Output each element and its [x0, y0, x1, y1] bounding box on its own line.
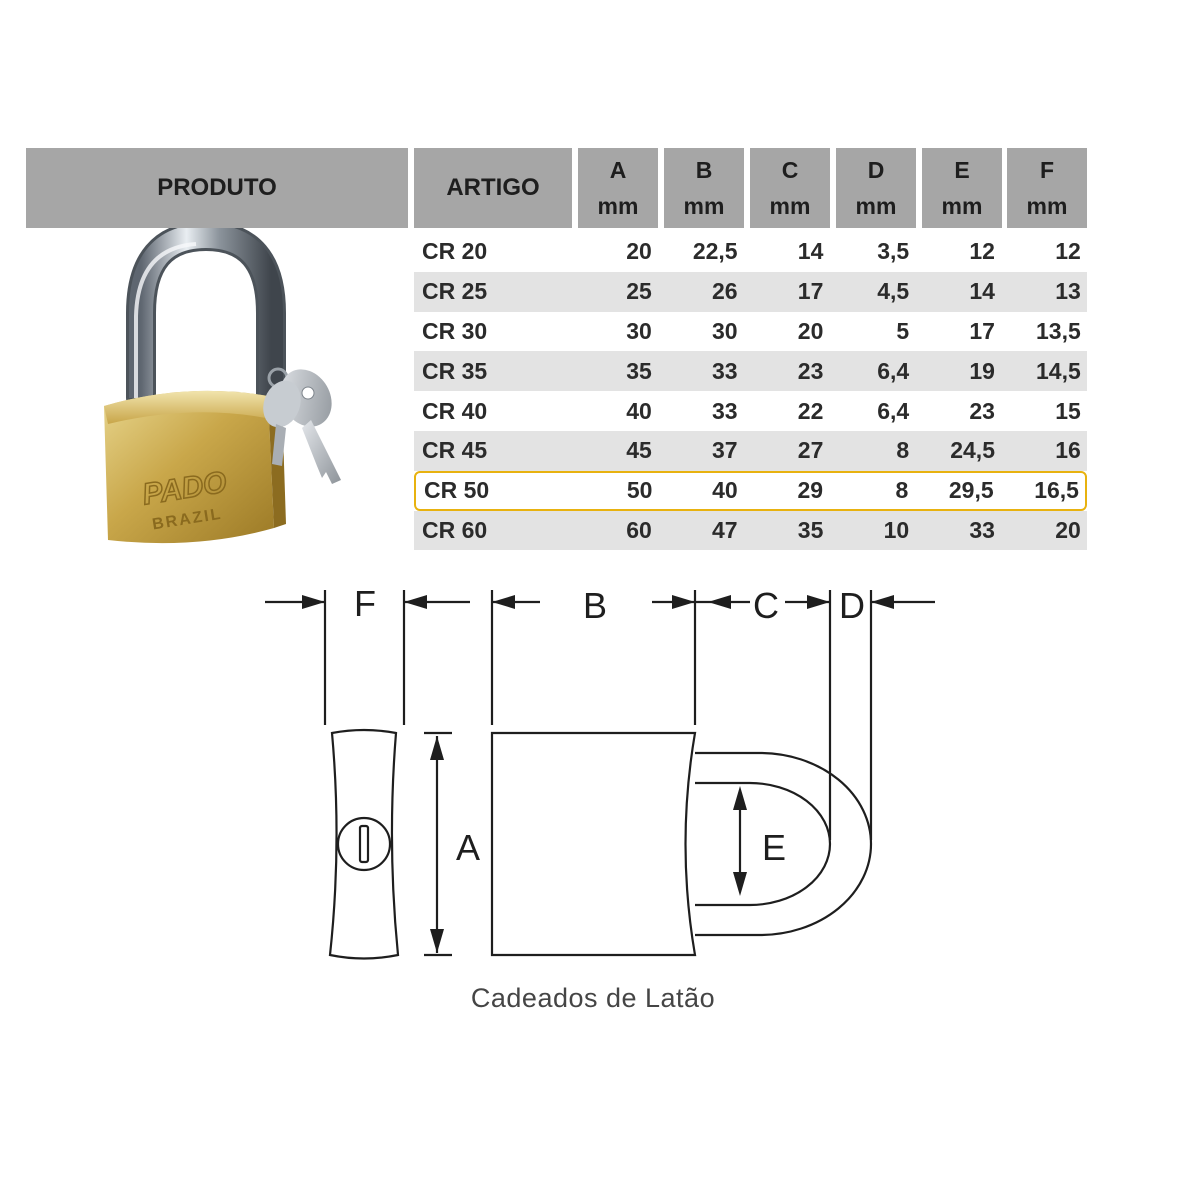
header-unit: mm [941, 192, 983, 219]
header-unit: mm [769, 192, 811, 219]
header-artigo: ARTIGO [414, 148, 572, 228]
value-cell: 35 [626, 357, 652, 384]
value-cell: 13,5 [1036, 317, 1081, 344]
value-cell: 16,5 [1034, 477, 1079, 504]
artigo-cell: CR 35 [422, 357, 488, 384]
artigo-cell: CR 45 [422, 437, 488, 464]
table-row: CR 20 20 22,5 14 3,5 12 12 [414, 232, 1087, 272]
value-cell: 40 [712, 477, 738, 504]
artigo-cell: CR 20 [422, 238, 488, 265]
value-cell: 8 [896, 437, 910, 464]
table-row: CR 35 35 33 23 6,4 19 14,5 [414, 351, 1087, 392]
keyhole-icon [336, 816, 392, 872]
header-unit: mm [1026, 192, 1068, 219]
value-cell: 60 [626, 516, 652, 543]
value-cell: 29 [797, 477, 824, 504]
header-letter: B [695, 156, 713, 183]
label-c: C [753, 585, 779, 626]
value-cell: 30 [712, 317, 738, 344]
value-cell: 27 [797, 437, 824, 464]
value-cell: 4,5 [877, 278, 910, 305]
header-letter: F [1039, 156, 1055, 183]
value-cell: 14 [969, 278, 995, 305]
label-a: A [456, 827, 480, 868]
value-cell: 16 [1055, 437, 1081, 464]
artigo-cell: CR 40 [422, 397, 488, 424]
value-cell: 8 [895, 477, 909, 504]
value-cell: 26 [712, 278, 738, 305]
artigo-cell: CR 60 [422, 516, 488, 543]
header-unit: mm [855, 192, 897, 219]
header-letter: E [954, 156, 970, 183]
value-cell: 19 [969, 357, 995, 384]
value-cell: 22,5 [692, 238, 738, 265]
value-cell: 35 [797, 516, 824, 543]
label-e: E [762, 827, 786, 868]
value-cell: 20 [626, 238, 652, 265]
header-letter: A [609, 156, 627, 183]
table-row: CR 60 60 47 35 10 33 20 [414, 510, 1087, 551]
value-cell: 13 [1055, 278, 1081, 305]
caption: Cadeados de Latão [470, 983, 716, 1013]
value-cell: 14,5 [1036, 357, 1081, 384]
artigo-cell: CR 50 [424, 477, 490, 504]
value-cell: 17 [797, 278, 824, 305]
value-cell: 6,4 [877, 357, 910, 384]
header-letter: C [781, 156, 799, 183]
value-cell: 15 [1055, 397, 1081, 424]
table-row: CR 45 45 37 27 8 24,5 16 [414, 430, 1087, 471]
label-d: D [839, 585, 865, 626]
padlock-photo: PADO BRAZIL [104, 228, 341, 544]
header-produto: PRODUTO [26, 148, 408, 228]
value-cell: 12 [1055, 238, 1081, 265]
value-cell: 5 [896, 317, 910, 344]
value-cell: 45 [626, 437, 652, 464]
value-cell: 17 [969, 317, 995, 344]
shackle-inner [695, 781, 832, 907]
value-cell: 29,5 [948, 477, 994, 504]
value-cell: 37 [712, 437, 738, 464]
header-unit: mm [683, 192, 725, 219]
table-row-highlighted: CR 50 50 40 29 8 29,5 16,5 [414, 470, 1087, 511]
value-cell: 25 [626, 278, 652, 305]
artigo-cell: CR 30 [422, 317, 488, 344]
value-cell: 20 [1055, 516, 1081, 543]
label-f: F [354, 583, 376, 624]
table-row: CR 25 25 26 17 4,5 14 13 [414, 271, 1087, 312]
value-cell: 23 [797, 357, 824, 384]
padlock-body-outline [490, 731, 697, 957]
artigo-cell: CR 25 [422, 278, 488, 305]
padlock-dimension-diagram: F B C D A E [265, 583, 935, 960]
value-cell: 14 [797, 238, 824, 265]
value-cell: 22 [797, 397, 824, 424]
value-cell: 6,4 [877, 397, 910, 424]
value-cell: 10 [883, 516, 910, 543]
value-cell: 3,5 [877, 238, 910, 265]
value-cell: 30 [626, 317, 652, 344]
value-cell: 20 [797, 317, 824, 344]
value-cell: 50 [626, 477, 653, 504]
table-row: CR 30 30 30 20 5 17 13,5 [414, 312, 1087, 352]
header-unit: mm [597, 192, 639, 219]
table-row: CR 40 40 33 22 6,4 23 15 [414, 391, 1087, 431]
value-cell: 40 [626, 397, 652, 424]
label-b: B [583, 585, 607, 626]
side-view-outline [328, 728, 400, 960]
value-cell: 33 [712, 397, 738, 424]
value-cell: 12 [969, 238, 995, 265]
value-cell: 24,5 [950, 437, 995, 464]
value-cell: 33 [969, 516, 995, 543]
header-letter: D [867, 156, 885, 183]
shackle-outer [695, 751, 873, 937]
value-cell: 23 [969, 397, 995, 424]
value-cell: 33 [712, 357, 738, 384]
value-cell: 47 [712, 516, 738, 543]
